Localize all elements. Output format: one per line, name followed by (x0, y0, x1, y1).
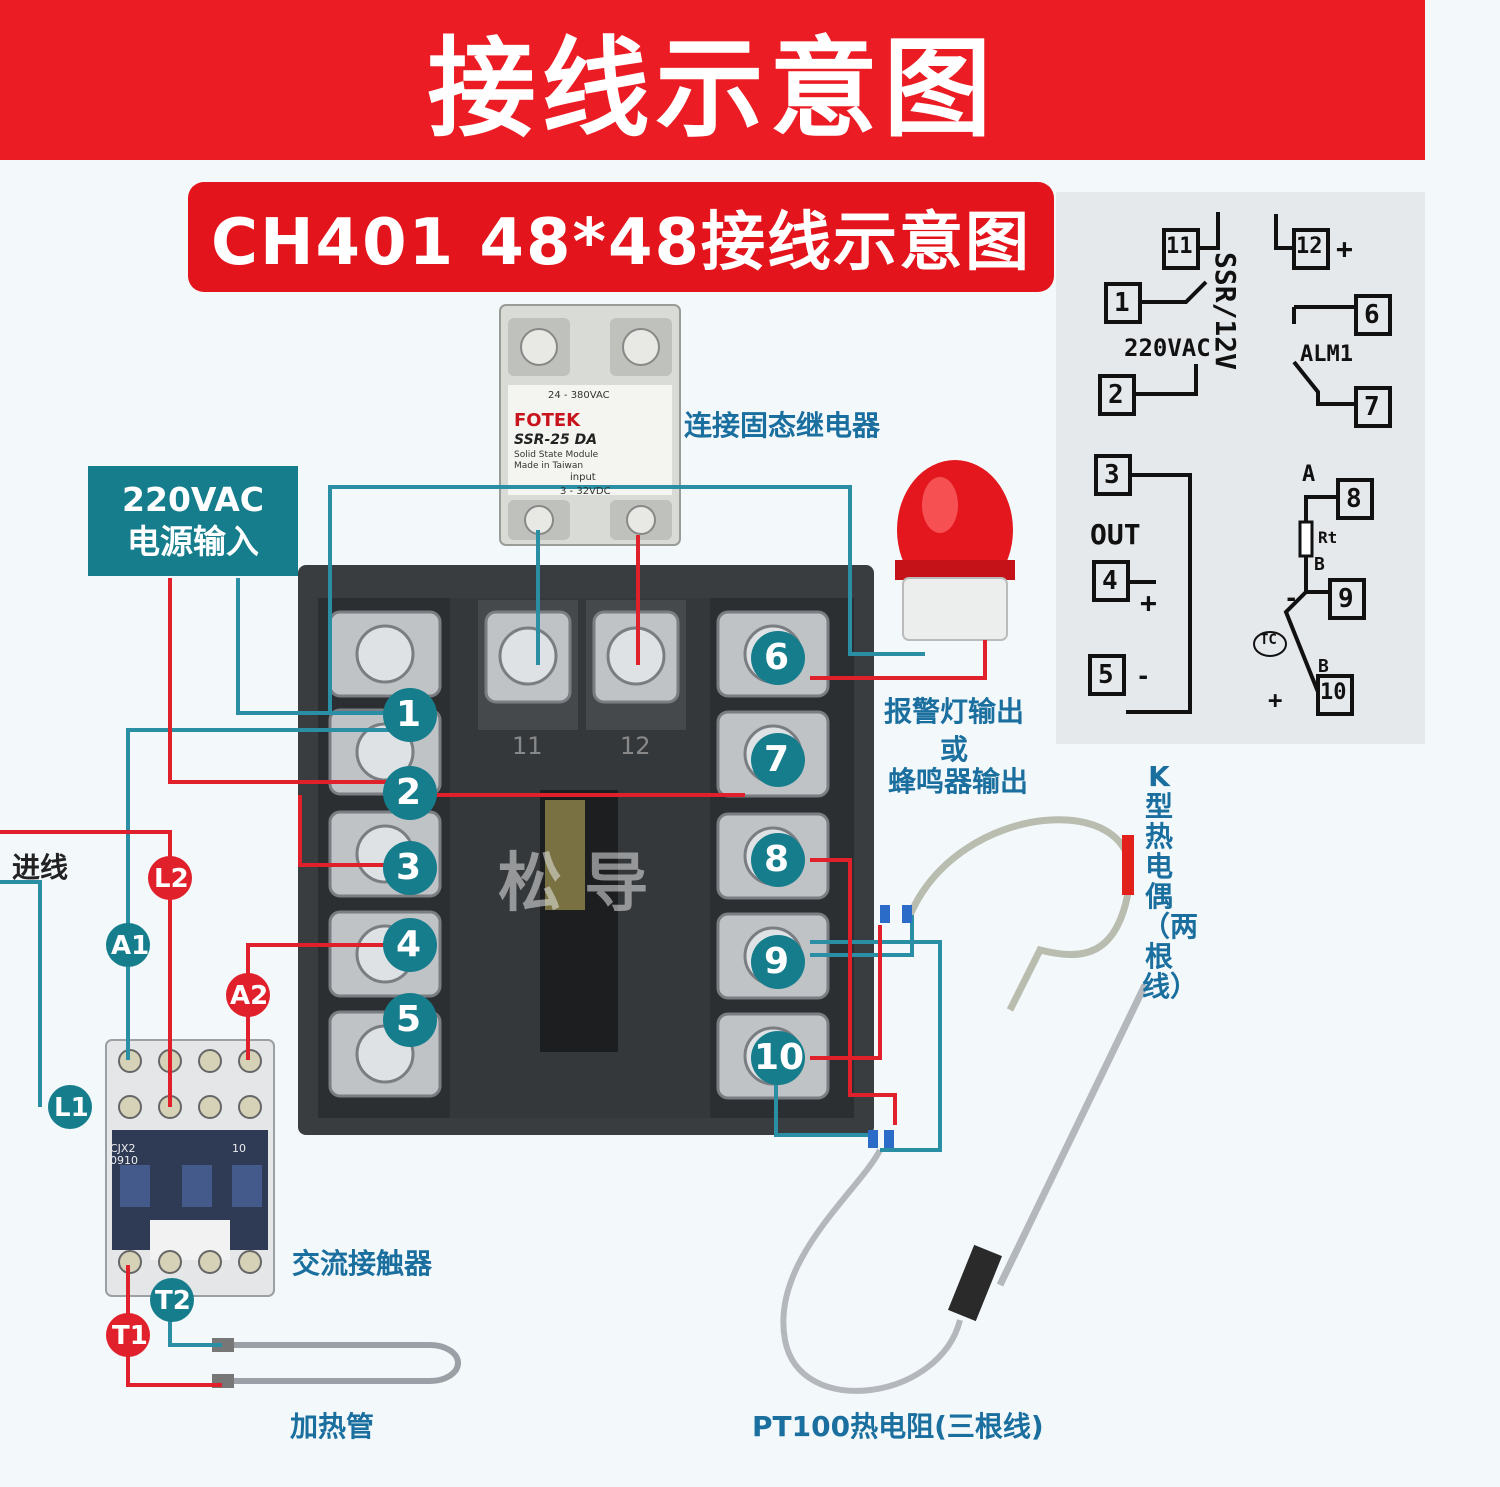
badge-l1: L1 (54, 1093, 89, 1123)
legend-num-8: 8 (1346, 484, 1362, 514)
contactor-module (105, 1039, 275, 1297)
left-terminal-badges (383, 688, 437, 1047)
badge-a2: A2 (230, 981, 269, 1011)
incoming-label: 进线 (12, 851, 69, 884)
legend-b1: B (1314, 554, 1325, 575)
k-thermocouple-cable (906, 816, 1134, 1012)
red-wires (0, 535, 987, 1387)
ssr-model: SSR-25 DA (514, 432, 598, 448)
legend-plus-12: + (1336, 232, 1353, 265)
alarm-label-3: 蜂鸣器输出 (888, 765, 1029, 798)
badge-t1: T1 (112, 1321, 148, 1351)
alarm-label-1: 报警灯输出 (884, 695, 1025, 728)
ssr-desc1: Solid State Module (514, 450, 599, 460)
terminal-12-label: 12 (620, 732, 651, 760)
legend-minus-9: - (1284, 584, 1299, 612)
terminal-7-label: 7 (764, 739, 790, 780)
page-subtitle: CH401 48*48接线示意图 (211, 206, 1031, 280)
watermark: 松 导 (498, 847, 649, 921)
legend-num-9: 9 (1338, 584, 1354, 614)
legend-num-1: 1 (1114, 288, 1130, 318)
pt100-label: PT100热电阻(三根线) (752, 1410, 1044, 1443)
legend-tc: TC (1260, 632, 1277, 648)
pt100-cable (780, 1148, 963, 1394)
k-thermocouple-label: K型热电偶（两根线） (1142, 760, 1199, 1003)
legend-ssr: SSR/12V (1209, 252, 1242, 371)
terminal-9-label: 9 (764, 941, 790, 982)
contactor-model: CJX2 (110, 1142, 136, 1155)
terminal-10-label: 10 (754, 1037, 805, 1078)
badge-l2: L2 (154, 864, 189, 894)
ssr-voltage: 24 - 380VAC (548, 390, 610, 401)
heater-element (222, 1342, 461, 1384)
terminal-1-label: 1 (396, 694, 422, 735)
legend-num-11: 11 (1166, 234, 1193, 259)
ssr-brand: FOTEK (514, 410, 581, 431)
terminal-3-label: 3 (396, 847, 422, 888)
heater-label: 加热管 (290, 1410, 375, 1443)
legend-b2: B (1318, 656, 1329, 677)
wire-badge-circles (48, 856, 270, 1357)
page-title: 接线示意图 (427, 27, 998, 152)
title-banner: 接线示意图 (0, 0, 1425, 160)
legend-220vac: 220VAC (1124, 334, 1211, 362)
legend-plus-4: + (1140, 586, 1157, 619)
subtitle-banner: CH401 48*48接线示意图 (188, 182, 1054, 292)
alarm-label-2: 或 (940, 733, 969, 766)
power-voltage: 220VAC (122, 480, 264, 519)
right-terminal-badges (751, 631, 805, 1085)
terminal-2-label: 2 (396, 772, 422, 813)
legend-alm1: ALM1 (1300, 342, 1353, 367)
power-input-box: 220VAC 电源输入 (88, 466, 298, 576)
badge-t2: T2 (155, 1286, 191, 1316)
legend-a: A (1302, 462, 1316, 487)
legend-num-5: 5 (1098, 660, 1114, 690)
contactor-label: 交流接触器 (292, 1247, 433, 1280)
contactor-model2: 0910 (110, 1154, 138, 1167)
legend-num-4: 4 (1102, 566, 1118, 596)
legend-minus-5: - (1136, 662, 1151, 690)
legend-num-12: 12 (1296, 234, 1323, 259)
terminal-8-label: 8 (764, 839, 790, 880)
ssr-input: input (570, 472, 596, 483)
legend-plus-10: + (1268, 686, 1283, 714)
ssr-label: 连接固态继电器 (684, 409, 881, 442)
terminal-6-label: 6 (764, 637, 790, 678)
terminal-5-label: 5 (396, 999, 422, 1040)
legend-rt: Rt (1318, 528, 1338, 547)
legend-num-10: 10 (1320, 680, 1347, 705)
legend-schematic (1088, 212, 1392, 716)
badge-a1: A1 (111, 931, 150, 961)
legend-out: OUT (1090, 518, 1141, 551)
ssr-input-voltage: 3 - 32VDC (560, 486, 611, 497)
power-label: 电源输入 (127, 522, 259, 561)
terminal-11-label: 11 (512, 732, 543, 760)
terminal-legend-panel: SSR/12V 220VAC OUT ALM1 Rt A B B TC + - … (1056, 192, 1425, 744)
alarm-beacon (895, 460, 1015, 641)
legend-num-3: 3 (1104, 460, 1120, 490)
ssr-desc2: Made in Taiwan (514, 461, 584, 471)
contactor-no: 10 (232, 1142, 246, 1155)
terminal-4-label: 4 (396, 924, 422, 965)
legend-num-7: 7 (1364, 392, 1380, 422)
legend-num-2: 2 (1108, 380, 1124, 410)
pt100-probe (996, 983, 1149, 1287)
legend-num-6: 6 (1364, 300, 1380, 330)
